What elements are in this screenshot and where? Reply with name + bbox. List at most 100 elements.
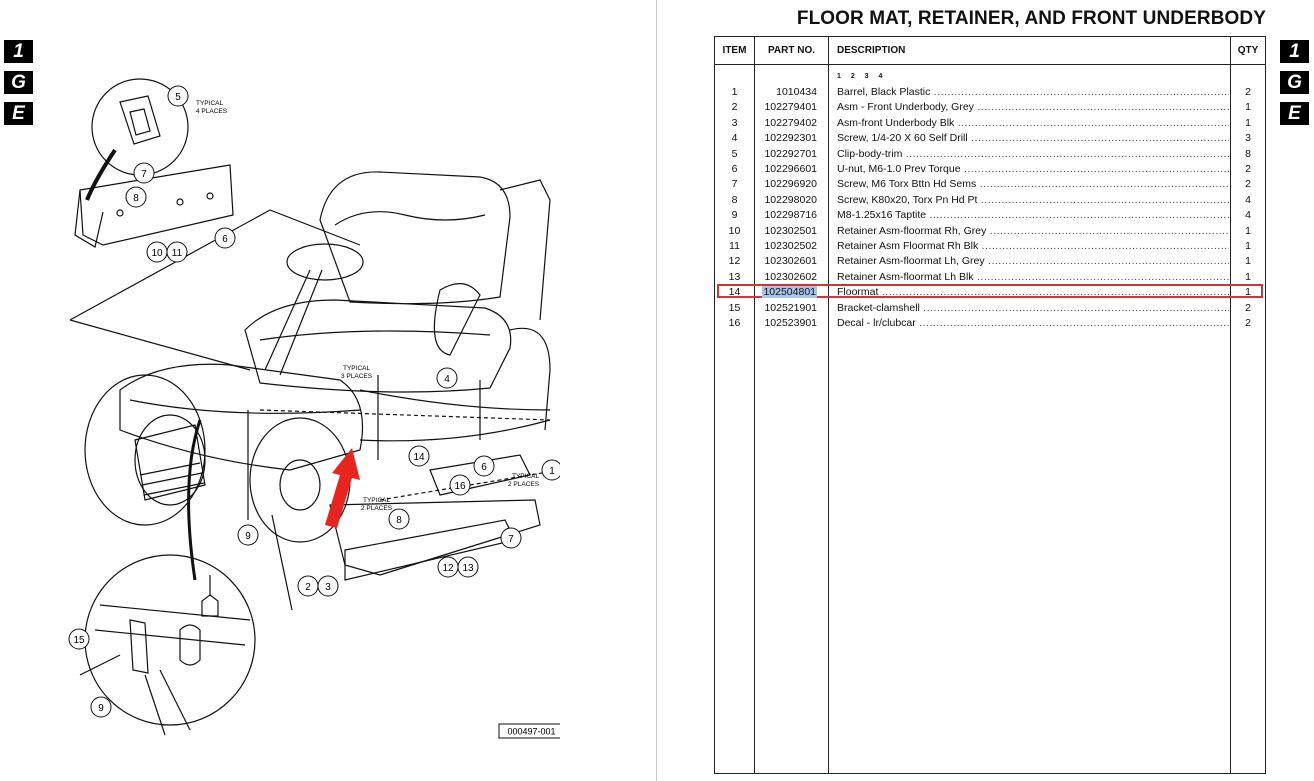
row-description: Bracket-clamshell [837,301,1229,316]
row-part-number: 102521901 [764,301,817,314]
row-item-number: 3 [731,116,738,129]
row-description: Clip-body-trim [837,147,1229,162]
row-item-number: 13 [728,270,741,283]
row-quantity: 1 [1245,270,1251,283]
exploded-view-diagram: 5 7 8 6 10 11 4 14 6 1 16 8 7 12 13 9 2 … [68,78,560,739]
row-item-number: 15 [728,301,741,314]
row-item-number: 11 [729,240,740,252]
svg-text:2: 2 [305,582,311,593]
svg-text:4: 4 [444,374,450,385]
row-quantity: 2 [1245,317,1251,329]
row-part-number: 102504801 [762,286,817,299]
row-part-number: 1010434 [776,86,817,98]
row-item-number: 12 [728,255,741,268]
callout-1: 1 [541,459,560,481]
row-item-number: 7 [731,178,738,191]
section-tab-1: 1 [4,40,33,63]
svg-text:16: 16 [454,481,466,492]
section-tab-g: G [4,71,33,94]
row-part-number: 102523901 [764,317,817,329]
line-art [69,78,560,736]
callout-12: 12 [437,556,459,578]
callout-8: 8 [125,186,147,208]
svg-text:10: 10 [151,248,163,259]
row-quantity: 3 [1245,132,1251,145]
callout-13: 13 [457,556,479,578]
note-screw8-line1: TYPICAL [363,497,390,504]
row-description: M8-1.25x16 Taptite [837,208,1229,223]
row-quantity: 1 [1245,255,1251,268]
row-quantity: 1 [1245,101,1251,114]
row-description: Floormat [837,285,1229,300]
row-description: Asm - Front Underbody, Grey [837,100,1229,115]
row-quantity: 8 [1245,147,1251,160]
row-item-number: 14 [728,286,741,299]
note-screw8-line2: 2 PLACES [361,505,393,512]
row-quantity: 1 [1245,116,1251,129]
row-description: Retainer Asm-floormat Lh Blk [837,270,1229,285]
header-qty: QTY [1237,45,1259,56]
callout-8-b: 8 [388,508,410,530]
row-item-number: 10 [728,224,741,237]
row-part-number: 102302602 [764,270,817,283]
note-barrel-line2: 2 PLACES [508,481,540,488]
svg-text:6: 6 [481,462,487,473]
svg-text:5: 5 [175,92,181,103]
row-quantity: 2 [1245,178,1251,191]
row-part-number: 102292301 [764,132,817,145]
row-part-number: 102279401 [764,101,817,114]
row-part-number: 102292701 [764,147,817,160]
svg-text:9: 9 [245,531,251,542]
row-description: Screw, K80x20, Torx Pn Hd Pt [837,193,1229,208]
section-tab-1-right: 1 [1280,40,1309,63]
svg-text:7: 7 [141,169,147,180]
section-tab-e-right: E [1280,102,1309,125]
section-tab-e: E [4,102,33,125]
row-part-number: 102296601 [764,163,817,175]
row-part-number: 102296920 [764,178,817,191]
note-barrel-line1: TYPICAL [512,473,539,480]
callout-16: 16 [449,474,471,496]
svg-text:11: 11 [172,248,183,259]
row-description: Barrel, Black Plastic [837,85,1229,100]
row-part-number: 102302501 [764,224,817,237]
row-quantity: 4 [1245,209,1251,222]
row-description: Screw, 1/4-20 X 60 Self Drill [837,131,1229,146]
svg-text:12: 12 [442,563,454,574]
row-quantity: 2 [1245,163,1251,175]
row-quantity: 1 [1245,240,1251,252]
callout-10: 10 [146,241,168,263]
indent-levels: 1 2 3 4 [837,73,887,80]
row-part-number: 102298716 [764,209,817,222]
row-description: Screw, M6 Torx Bttn Hd Sems [837,177,1229,192]
typical-notes: TYPICAL 4 PLACES TYPICAL 3 PLACES TYPICA… [196,100,540,512]
row-item-number: 6 [731,163,738,175]
note-clip-line1: TYPICAL [196,100,223,107]
header-description: DESCRIPTION [837,45,906,56]
header-part-no: PART NO. [767,45,816,56]
row-quantity: 4 [1245,193,1251,206]
svg-text:1: 1 [549,466,555,477]
callout-5: 5 [167,85,189,107]
row-quantity: 1 [1245,286,1251,299]
row-part-number: 102302601 [764,255,817,268]
callout-9: 9 [237,524,259,546]
callout-14: 14 [408,445,430,467]
row-item-number: 1 [731,86,738,98]
row-part-number: 102302502 [764,240,817,252]
callout-7-b: 7 [500,527,522,549]
pointer-arrow [325,448,360,528]
svg-text:000497-001: 000497-001 [507,727,555,737]
row-quantity: 2 [1245,301,1251,314]
row-description: U-nut, M6-1.0 Prev Torque [837,162,1229,177]
callout-3: 3 [317,575,339,597]
svg-text:3: 3 [325,582,331,593]
callout-9-b: 9 [90,696,112,718]
note-screw4-line1: TYPICAL [343,365,370,372]
svg-text:13: 13 [462,563,474,574]
callouts: 5 7 8 6 10 11 4 14 6 1 16 8 7 12 13 9 2 … [68,85,560,718]
figure-number: 000497-001 [498,723,560,739]
row-quantity: 2 [1245,86,1251,98]
note-clip-line2: 4 PLACES [196,108,228,115]
